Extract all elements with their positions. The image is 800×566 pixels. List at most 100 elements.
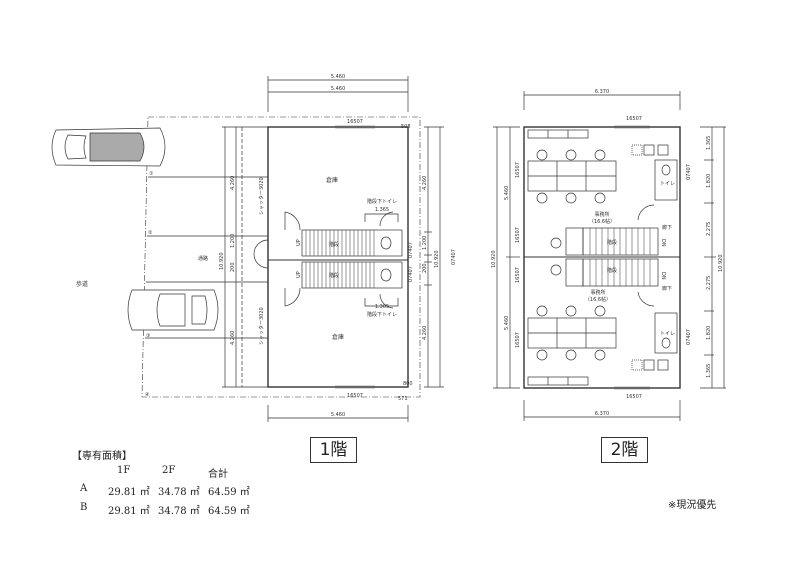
door-icon (284, 287, 301, 307)
stairs-label: 階段 (329, 241, 339, 248)
up-label: UP (296, 271, 302, 278)
dim-bottom: 6.370 (595, 411, 609, 417)
building-wall (267, 126, 409, 388)
dim-left-total: 10.920 (219, 253, 225, 271)
dim-left: 1.200 (230, 234, 236, 248)
window-code-bottom: 16507 (347, 393, 363, 399)
small-dim: 800 (403, 381, 413, 387)
toilet-icon (661, 337, 671, 349)
car-icon (51, 127, 166, 167)
window-code-left: 16507 (515, 332, 521, 348)
window-code-left: 16507 (515, 162, 521, 178)
shutter-label: シャッター3020 (258, 177, 265, 215)
toilet-dim-bottom: 1.365 (375, 304, 389, 310)
up-label: UP (296, 239, 302, 246)
toilet-label: トイレ (660, 181, 675, 187)
site-boundary (141, 116, 421, 398)
chair-icons (536, 149, 606, 361)
door-code: 07407 (408, 242, 414, 258)
door-icon (284, 211, 301, 231)
row-unit: A (80, 483, 88, 494)
row-2f: 34.78 ㎡ (158, 506, 200, 517)
parking-marker: ③ (146, 333, 150, 339)
dim-right: 2.275 (706, 222, 712, 236)
toilet-icon (380, 236, 392, 250)
row-unit: B (80, 502, 88, 513)
row-total: 64.59 ㎡ (208, 487, 250, 498)
passage-label: 通路 (198, 255, 208, 262)
room-office-bottom: 事務所 (590, 289, 605, 296)
window-code-top: 16507 (347, 119, 363, 125)
dim-top: 6.370 (595, 89, 609, 95)
room-storage-bottom: 倉庫 (332, 333, 344, 341)
stairs-label: 階段 (607, 267, 617, 274)
dim-top-2: 5.460 (331, 86, 345, 92)
dim-right: 4.260 (422, 326, 428, 340)
dim-top-1: 5.460 (331, 74, 345, 80)
window-code-bottom: 16507 (626, 394, 642, 400)
toilet-dim-top: 1.365 (375, 207, 389, 213)
dim-left: 5.460 (504, 316, 510, 330)
dim-right: 1.200 (422, 236, 428, 250)
room-office-top: 事務所 (594, 211, 609, 218)
corridor-label: 廊下 (662, 285, 672, 292)
stairs: 階段 階段 UP UP (296, 229, 403, 289)
dim-right: 2.275 (706, 276, 712, 290)
room-office-top-size: （16.6帖） (589, 218, 615, 225)
row-2f: 34.78 ㎡ (158, 487, 200, 498)
floor1-plan: 5.460 5.460 5.460 16507 16507 508 571 80… (51, 74, 457, 422)
toilet-label: トイレ (660, 331, 675, 337)
room-storage-top: 倉庫 (326, 176, 338, 184)
parking-marker: ① (149, 171, 154, 177)
dim-left: 5.460 (504, 186, 510, 200)
toilet-icon (661, 164, 671, 176)
dim-right-code: 07407 (451, 249, 457, 265)
window-code-top: 16507 (626, 116, 642, 122)
door-code: 07407 (686, 329, 692, 345)
stairs-label: 階段 (607, 239, 617, 246)
door-code: 07407 (408, 266, 414, 282)
stairs-label: 階段 (329, 272, 339, 279)
small-dim: 508 (401, 124, 411, 130)
parking-marker: ② (148, 230, 153, 236)
dim-right: 200 (422, 263, 428, 273)
sidewalk-label: 歩道 (76, 280, 88, 288)
row-1f: 29.81 ㎡ (108, 506, 150, 517)
row-1f: 29.81 ㎡ (108, 487, 150, 498)
dim-right: 4.260 (422, 176, 428, 190)
floor1-label: 1階 (310, 437, 357, 463)
dim-right: 1.365 (706, 364, 712, 378)
row-total: 64.59 ㎡ (208, 506, 250, 517)
area-table-title: 【専有面積】 (72, 451, 132, 462)
toilet-label-bottom: 階段下トイレ (367, 311, 397, 318)
header-2f: 2F (162, 465, 176, 476)
room-office-bottom-size: （16.6帖） (585, 296, 611, 303)
window-code-left: 16507 (515, 267, 521, 283)
small-dim: 571 (398, 396, 408, 402)
dim-right: 1.365 (706, 136, 712, 150)
dim-bottom: 5.460 (331, 412, 345, 418)
toilet-icon (380, 268, 392, 282)
dim-left: 200 (230, 262, 236, 272)
floor2-plan: 6.370 6.370 16507 16507 16507 16507 1650… (491, 89, 726, 421)
dim-right: 1.820 (706, 174, 712, 188)
door-icon (253, 239, 269, 269)
dim-left-total: 10.920 (491, 251, 497, 269)
dn-label: DN (660, 239, 666, 247)
note-current-condition: ※現況優先 (668, 500, 717, 511)
dim-right-total: 10.920 (434, 251, 440, 269)
car-icon (127, 289, 219, 331)
window-code-left: 16507 (515, 227, 521, 243)
header-1f: 1F (117, 465, 131, 476)
dim-left: 4.260 (230, 176, 236, 190)
corridor-label: 廊下 (662, 224, 672, 231)
parking-marker: ④ (145, 392, 150, 398)
door-code: 07407 (686, 164, 692, 180)
toilet-label-top: 階段下トイレ (367, 198, 397, 205)
shutter-label: シャッター3020 (258, 307, 265, 345)
dim-right-total: 10.920 (718, 255, 724, 273)
floor2-label: 2階 (601, 437, 648, 463)
dn-label: DN (660, 272, 666, 280)
header-total: 合計 (208, 469, 228, 480)
